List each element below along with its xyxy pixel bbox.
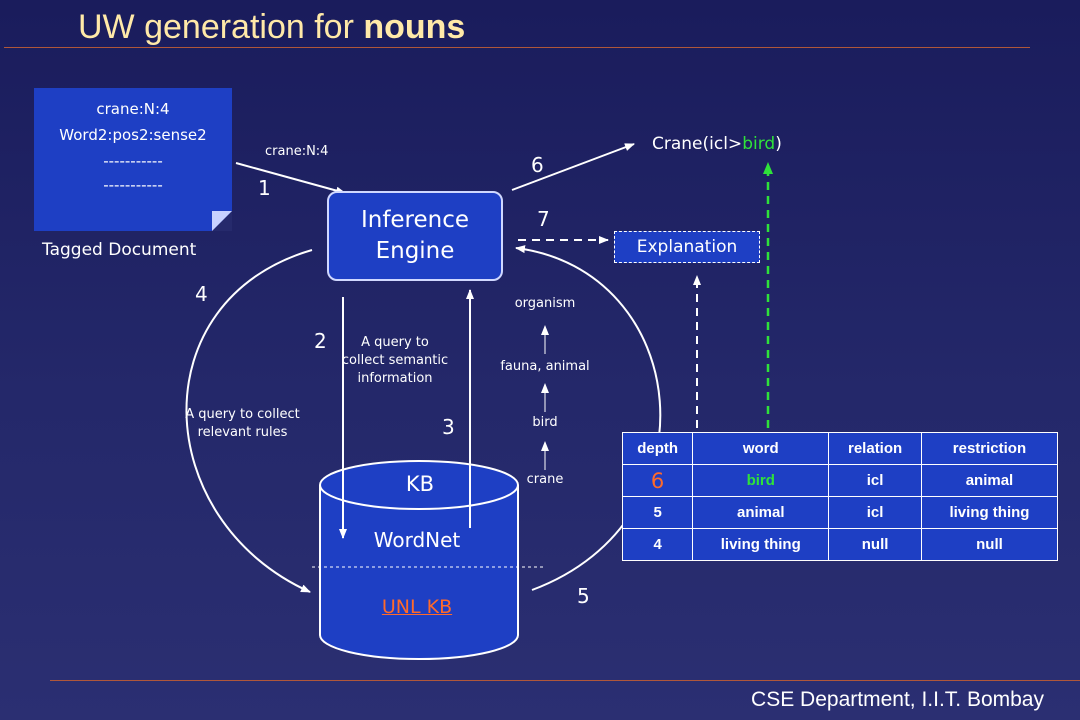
header-relation: relation [828,432,922,465]
output-prefix: Crane(icl> [652,134,743,154]
doc-line-4: ----------- [103,176,163,194]
rule-table: depth word relation restriction 6 bird i… [621,432,1059,561]
semantic-query-line-2: collect semantic [341,353,449,368]
output-uw: Crane(icl>bird) [652,134,782,154]
table-header-row: depth word relation restriction [621,432,1059,465]
document-caption: Tagged Document [42,240,197,260]
rules-query-line-1: A query to collect [185,407,300,422]
table-cell-relation: icl [828,464,922,497]
table-cell-relation: icl [828,496,922,529]
step-7-marker: 7 [537,207,550,231]
slide-title: UW generation for nouns [78,8,465,47]
table-row: 6 bird icl animal [621,464,1059,497]
wordnet-label: WordNet [373,528,461,552]
step-2-marker: 2 [314,329,327,353]
table-cell-word: living thing [692,528,830,561]
table-cell-relation: null [828,528,922,561]
arc-unl-kb-to-engine [515,245,662,591]
unl-kb-link[interactable]: UNL KB [381,596,453,618]
arrow-document-to-engine [235,162,346,195]
step-5-marker: 5 [577,584,590,608]
table-cell-depth: 4 [621,528,694,561]
title-rule [4,47,1030,48]
knowledge-base-cylinder [312,460,545,660]
table-cell-word: bird [692,464,830,497]
arrow-engine-to-output [511,143,635,191]
rules-query-label: A query to collect relevant rules [170,406,315,442]
hierarchy-bird: bird [532,415,558,430]
table-cell-restriction: animal [920,464,1059,497]
engine-line-1: Inference [360,207,470,233]
rules-query-line-2: relevant rules [197,425,288,440]
hierarchy-crane: crane [526,472,564,487]
semantic-query-line-3: information [357,371,433,386]
engine-line-2: Engine [375,238,455,264]
table-cell-word: animal [692,496,830,529]
output-restriction: bird [742,134,776,154]
doc-line-2: Word2:pos2:sense2 [59,126,207,144]
footer-text: CSE Department, I.I.T. Bombay [751,688,1044,711]
table-row: 4 living thing null null [621,528,1059,561]
inference-engine-box: Inference Engine [327,191,503,281]
title-bold: nouns [363,8,466,46]
semantic-query-label: A query to collect semantic information [330,334,460,388]
doc-line-3: ----------- [103,152,163,170]
table-cell-restriction: living thing [920,496,1059,529]
footer-rule [50,680,1080,681]
query-arrow-label: crane:N:4 [265,144,329,159]
hierarchy-organism: organism [514,296,576,311]
step-6-marker: 6 [531,153,544,177]
table-cell-depth: 5 [621,496,694,529]
header-restriction: restriction [920,432,1059,465]
table-row: 5 animal icl living thing [621,496,1059,529]
table-cell-restriction: null [920,528,1059,561]
hierarchy-fauna-animal: fauna, animal [500,359,590,374]
step-4-marker: 4 [195,282,208,306]
page-fold-icon [212,211,232,231]
tagged-document: crane:N:4 Word2:pos2:sense2 ----------- … [34,88,232,231]
doc-line-1: crane:N:4 [96,100,170,118]
semantic-query-line-1: A query to [361,335,429,350]
header-depth: depth [621,432,694,465]
arc-engine-to-unl-kb [185,249,313,593]
header-word: word [692,432,830,465]
step-1-marker: 1 [258,176,271,200]
step-3-marker: 3 [442,415,455,439]
output-suffix: ) [775,134,782,154]
explanation-box: Explanation [614,231,760,263]
table-cell-depth: 6 [621,464,694,497]
kb-label: KB [405,472,435,496]
title-prefix: UW generation for [78,8,354,46]
